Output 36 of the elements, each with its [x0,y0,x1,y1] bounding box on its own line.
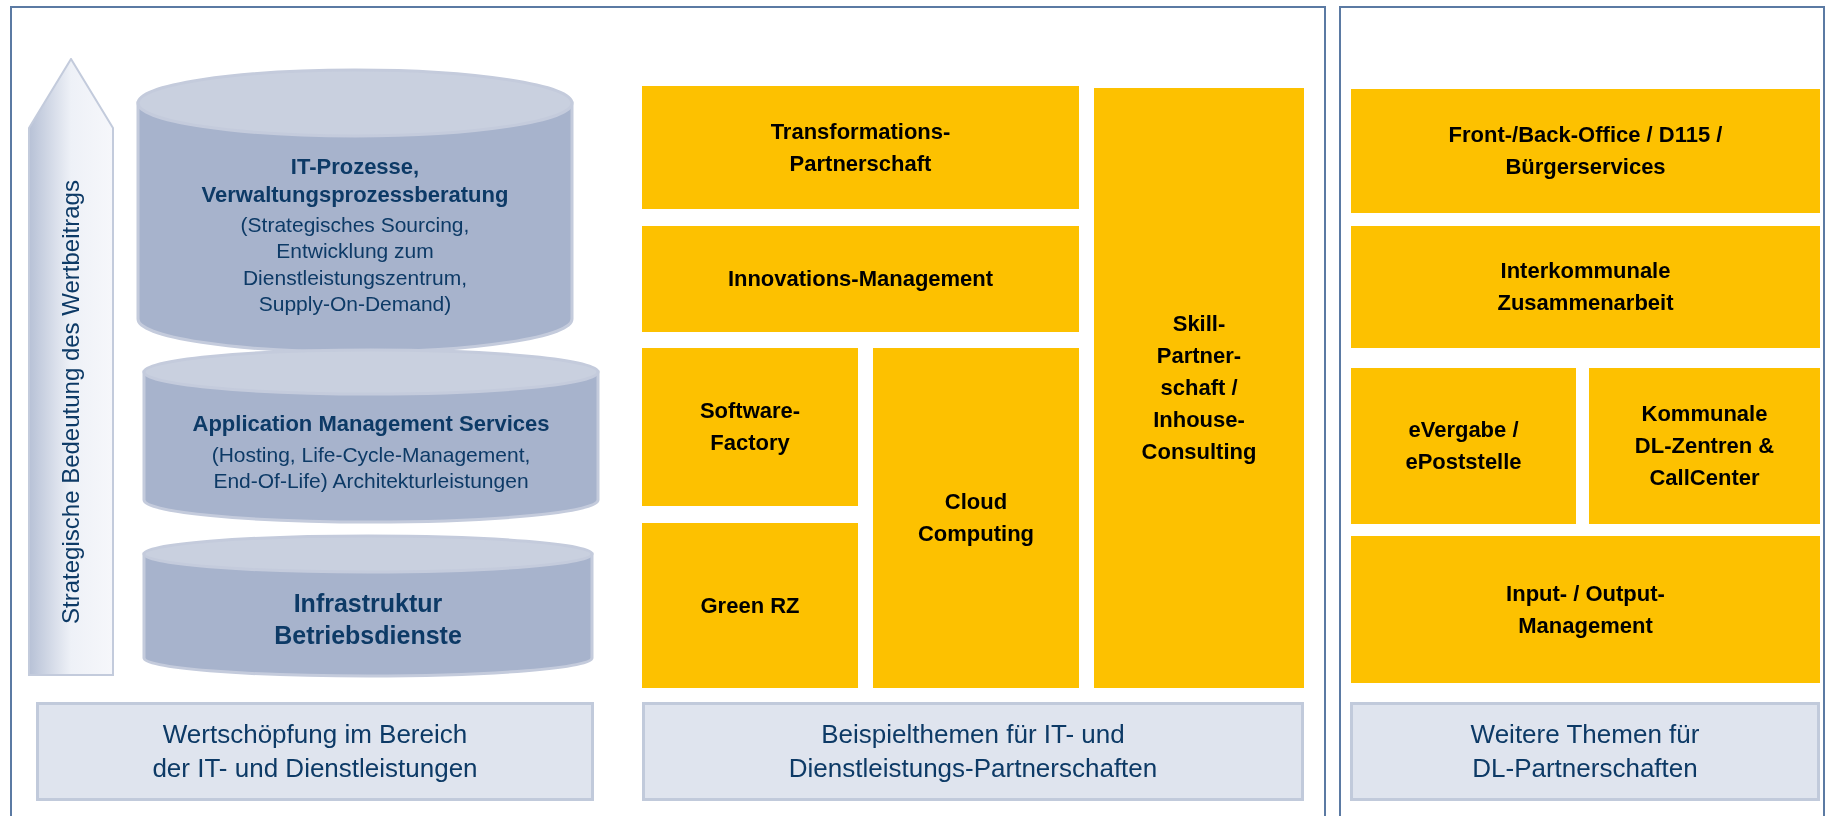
cylinder-title: IT-Prozesse, Verwaltungsprozessberatung [200,153,510,209]
cylinder-title: Application Management Services [192,410,550,438]
topic-tile [642,523,858,688]
caption-text: Wertschöpfung im Bereich der IT- und Dienstleistungen [151,717,479,785]
topic-tile [1094,88,1304,688]
topic-tile [1351,89,1820,213]
topic-label: Transformations- Partnerschaft [769,117,952,178]
topic-label: Cloud Computing [916,488,1036,548]
caption-text: Weitere Themen für DL-Partnerschaften [1469,717,1701,785]
topic-label: Interkommunale Zusammenarbeit [1496,257,1675,317]
topic-label: eVergabe / ePoststelle [1404,416,1523,476]
topic-tile [1351,226,1820,348]
topic-tile [642,86,1079,209]
topic-tile [1589,368,1820,524]
panel-frame [10,6,1326,816]
caption-box [642,702,1304,801]
caption-box [36,702,594,801]
cylinder-description: (Hosting, Life-Cycle-Management, End-Of-Life) Architekturleistungen [210,441,532,495]
topic-label: Front-/Back-Office / D115 / Bürgerservices [1447,121,1724,181]
topic-label: Kommunale DL-Zentren & CallCenter [1633,400,1776,492]
topic-label: Green RZ [700,591,800,620]
topic-label: Software- Factory [698,397,802,457]
topic-tile [642,348,858,506]
topic-tile [1351,536,1820,683]
caption-box [1350,702,1820,801]
topic-label: Skill- Partner- schaft / Inhouse- Consulting [1140,310,1258,466]
panel-frame [1339,6,1825,816]
cylinder-title: Infrastruktur Betriebsdienste [273,588,463,651]
topic-tile [642,226,1079,332]
topic-label: Innovations-Management [727,265,994,294]
topic-tile [1351,368,1576,524]
axis-label: Strategische Bedeutung des Wertbeitrags [56,180,85,624]
cylinder-description: (Strategisches Sourcing, Entwicklung zum Dienstleistungszentrum, Supply-On-Demand) [239,212,471,317]
topic-label: Input- / Output- Management [1505,579,1666,640]
topic-tile [873,348,1079,688]
caption-text: Beispielthemen für IT- und Dienstleistungs-Partnerschaften [787,717,1159,785]
